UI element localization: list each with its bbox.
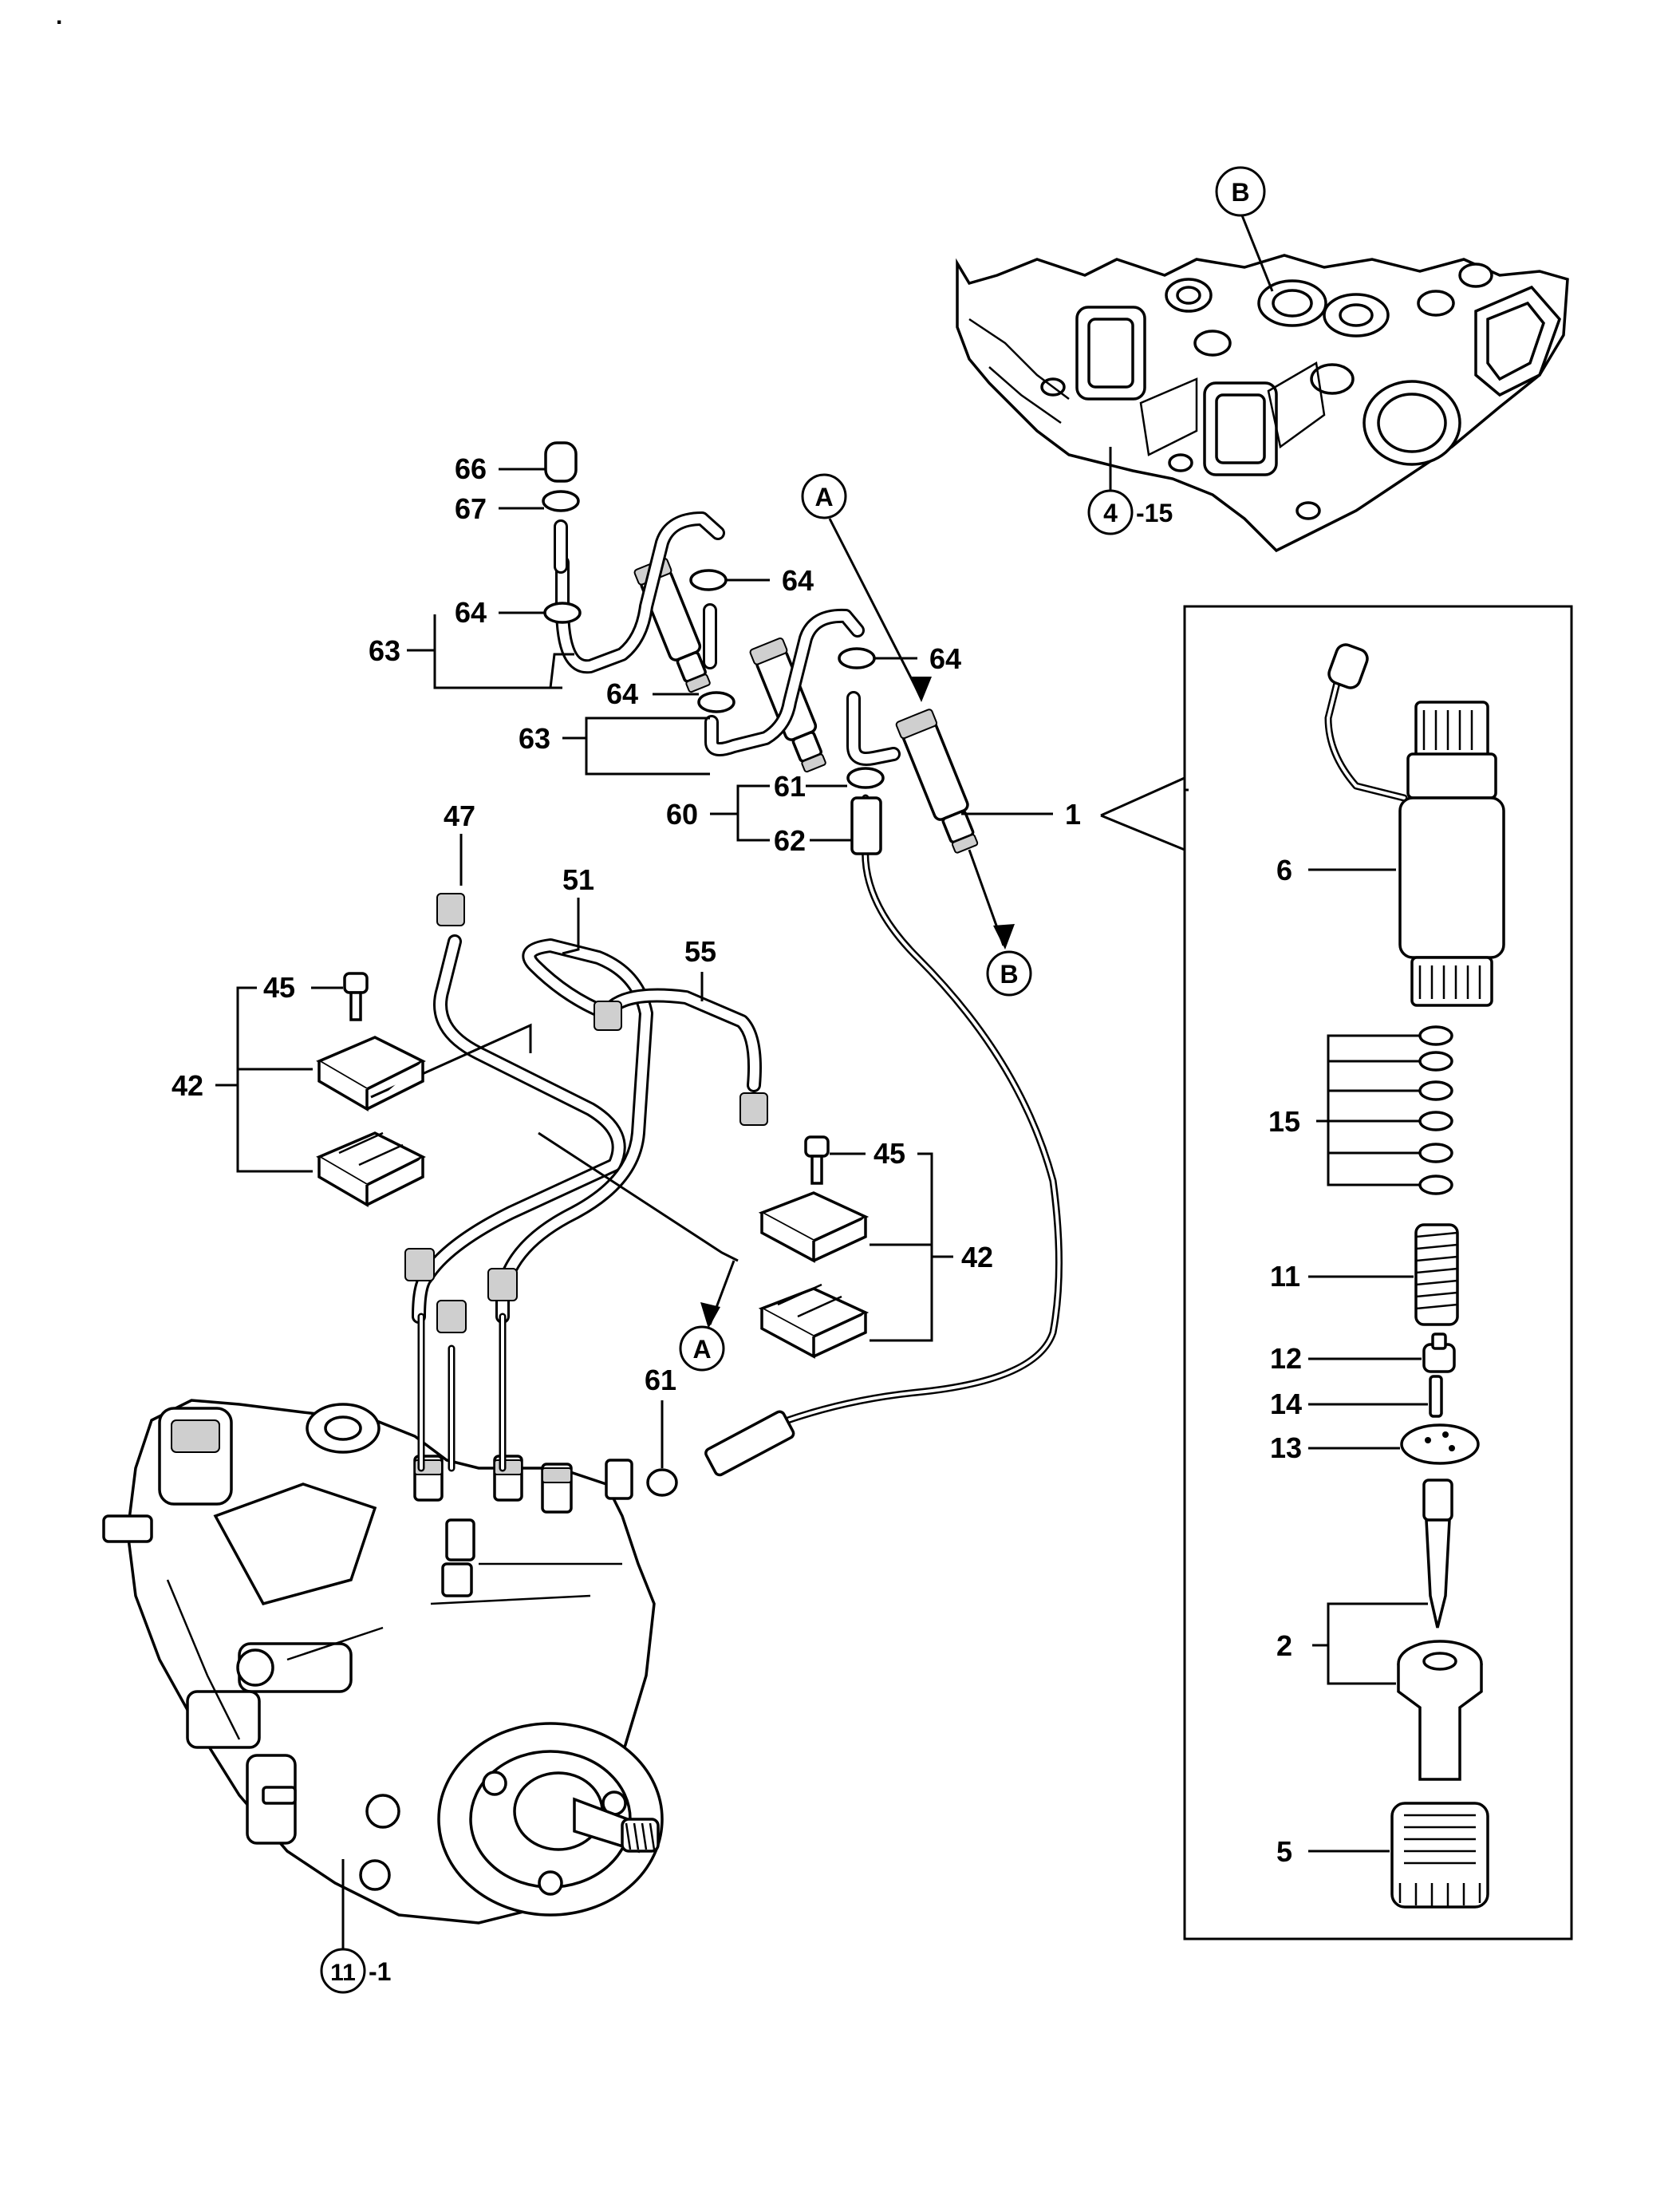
callout-64b: 64 (782, 564, 814, 597)
callout-61a: 61 (774, 770, 806, 803)
injection-pump-illustration (102, 1399, 664, 1925)
clamp-guide-lower (538, 1131, 739, 1262)
callout-63b: 63 (519, 722, 550, 755)
callout-55: 55 (684, 935, 716, 968)
callout-60: 60 (666, 798, 698, 831)
arrow-a-top (909, 677, 932, 702)
callout-15: 15 (1268, 1105, 1300, 1138)
callout-6: 6 (1276, 854, 1292, 886)
pin-14 (1429, 1375, 1443, 1418)
bracket-42a (236, 986, 313, 1173)
pointer-detail-box-lower (1100, 814, 1185, 851)
callout-66: 66 (455, 452, 487, 485)
spring-seat-12 (1422, 1332, 1456, 1373)
ref-circle-head-group: 4 (1087, 489, 1134, 535)
bracket-63a-v (433, 614, 562, 689)
retaining-nut-5 (1390, 1802, 1489, 1909)
callout-1: 1 (1065, 798, 1081, 831)
leader-b-top (1239, 211, 1274, 292)
clip-64d (838, 647, 876, 669)
pipe-nut-2 (594, 1001, 622, 1031)
bracket-63b (585, 717, 710, 776)
ref-circle-pump-group: 11 (320, 1948, 366, 1994)
callout-64c: 64 (606, 677, 638, 710)
bracket-2 (1327, 1602, 1428, 1685)
clip-61-bottom (646, 1468, 678, 1497)
pump-group-suffix: -1 (369, 1957, 391, 1986)
svg-text:A: A (814, 483, 833, 511)
bolt-45-right (804, 1135, 830, 1185)
nozzle-2 (1397, 1479, 1483, 1781)
injection-pipe-55 (599, 988, 762, 1092)
nozzle-holder-6 (1324, 643, 1505, 1007)
bracket-15 (1327, 1034, 1420, 1186)
callout-63a: 63 (369, 634, 400, 667)
clamp-upper-left-top (316, 1036, 426, 1112)
pipe-nut-3 (739, 1092, 768, 1126)
callout-11: 11 (1270, 1260, 1300, 1293)
bracket-60 (736, 784, 770, 842)
clip-67 (542, 490, 580, 512)
clip-64a (543, 602, 582, 624)
pointer-detail-box (1100, 776, 1189, 817)
svg-text:B: B (1231, 178, 1249, 207)
callout-5: 5 (1276, 1835, 1292, 1868)
bracket-42b (870, 1152, 933, 1342)
svg-text:4: 4 (1103, 499, 1118, 527)
spring-11 (1414, 1223, 1459, 1326)
cylinder-head-illustration (956, 254, 1569, 553)
hose-end-lower (704, 1410, 795, 1477)
arrow-b-bottom (993, 924, 1015, 950)
clip-61-top (846, 767, 885, 789)
head-group-suffix: -15 (1136, 499, 1173, 527)
bracket-63a (433, 653, 574, 689)
pipe-nut-6 (487, 1268, 518, 1301)
callout-47: 47 (444, 799, 475, 832)
clamp-lower-right-top (758, 1191, 870, 1263)
ref-circle-a-bottom: A (679, 1325, 725, 1372)
svg-text:B: B (1000, 960, 1018, 989)
ref-circle-b-top: B (1215, 166, 1266, 217)
arrow-a-bottom (700, 1302, 720, 1329)
clamp-upper-left-bottom (316, 1131, 426, 1208)
callout-12: 12 (1270, 1342, 1302, 1375)
clip-64c (697, 691, 735, 713)
callout-42a: 42 (172, 1069, 203, 1102)
pipe-nut-5 (436, 1300, 467, 1333)
callout-51: 51 (562, 863, 594, 896)
injector-detail-box (1183, 605, 1573, 1940)
callout-61b: 61 (645, 1364, 676, 1396)
distance-piece-13 (1400, 1423, 1480, 1465)
clamp-lower-right-bottom (758, 1283, 870, 1359)
shims-15 (1418, 1025, 1453, 1195)
callout-14: 14 (1270, 1388, 1302, 1420)
bolt-45-left (343, 972, 369, 1021)
callout-13: 13 (1270, 1431, 1302, 1464)
svg-text:A: A (692, 1335, 711, 1364)
ref-circle-a-top: A (801, 473, 847, 519)
callout-2: 2 (1276, 1629, 1292, 1662)
cap-66 (544, 441, 578, 483)
callout-62: 62 (774, 824, 806, 857)
callout-45a: 45 (263, 971, 295, 1004)
hose-end-62 (850, 796, 882, 855)
callout-45b: 45 (874, 1137, 905, 1170)
pipe-nut-4 (404, 1248, 435, 1281)
clip-64b (689, 569, 728, 591)
ref-circle-b-bottom: B (986, 950, 1032, 997)
svg-text:11: 11 (330, 1960, 356, 1986)
corner-mark: . (56, 3, 62, 30)
injector-3 (895, 709, 979, 854)
callout-42b: 42 (961, 1241, 993, 1273)
pipe-nut-1 (436, 893, 465, 926)
leak-off-stub-2 (846, 691, 901, 766)
leader-51 (562, 898, 580, 955)
callout-64d: 64 (929, 642, 961, 675)
leader-a-top (828, 518, 923, 699)
callout-64a: 64 (455, 596, 487, 629)
callout-67: 67 (455, 492, 487, 525)
